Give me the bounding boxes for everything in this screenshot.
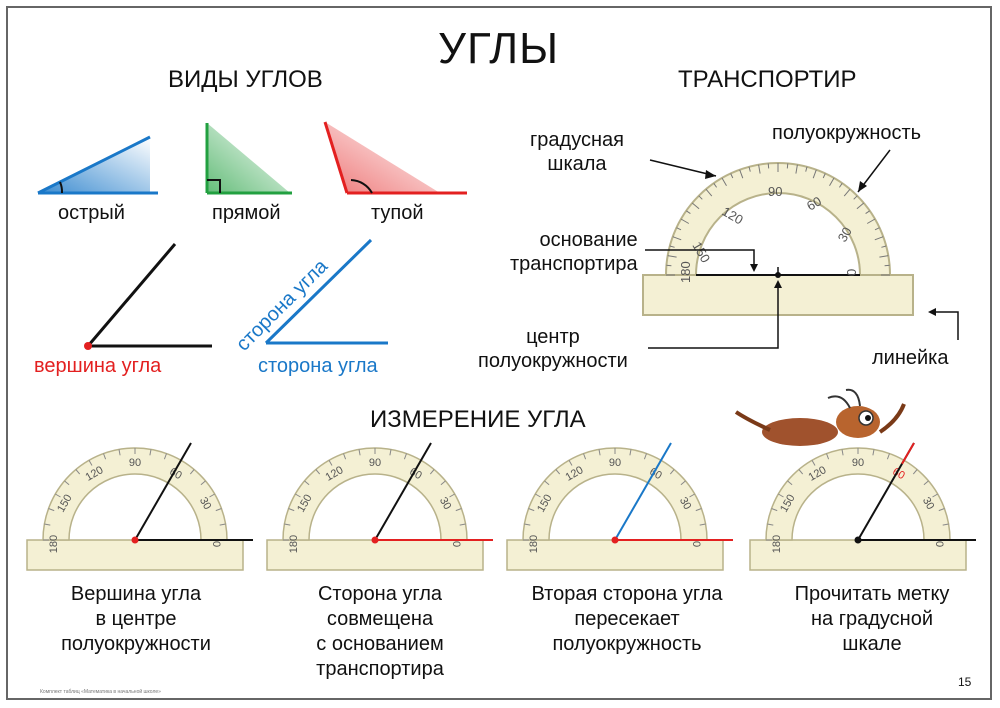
- callout-arrows: [645, 149, 959, 349]
- scale-mark-180: 180: [771, 535, 783, 553]
- scale-tick: [874, 227, 880, 231]
- footnote: Комплект таблиц «Математика в начальной …: [40, 689, 161, 695]
- center-label: центр полуокружности: [478, 326, 628, 372]
- scale-mark-90: 90: [768, 184, 782, 199]
- scale-tick: [838, 183, 843, 188]
- scale-tick: [698, 195, 703, 200]
- scale-mark-0: 0: [933, 541, 945, 547]
- scale-tick: [705, 188, 713, 197]
- scale-tick: [672, 236, 682, 241]
- angle-vertex-dot: [371, 536, 379, 544]
- vertex-figure: [84, 243, 212, 350]
- scale-tick: [721, 177, 727, 187]
- angle-second-side: [374, 442, 432, 541]
- scale-mark-0: 0: [844, 269, 859, 276]
- side-label-horizontal: сторона угла: [258, 355, 378, 377]
- measurement-heading: ИЗМЕРЕНИЕ УГЛА: [370, 406, 586, 433]
- scale-tick: [680, 218, 690, 224]
- page-title: УГЛЫ: [438, 24, 560, 73]
- scale-mark-90: 90: [369, 457, 381, 469]
- scale-tick: [686, 210, 691, 215]
- scale-tick: [812, 169, 817, 179]
- scale-mark-30: 30: [197, 495, 214, 512]
- step-3-caption: Вторая сторона угла пересекает полуокруж…: [531, 583, 723, 655]
- scale-mark-30: 30: [920, 495, 937, 512]
- scale-mark-0: 0: [690, 541, 702, 547]
- angle-vertex-dot: [131, 536, 139, 544]
- obtuse-angle-figure: [323, 121, 467, 195]
- scale-mark-90: 90: [609, 457, 621, 469]
- step-2-caption: Сторона угла совмещена с основанием тран…: [316, 583, 444, 680]
- base-label: основание транспортира: [510, 229, 638, 275]
- scale-mark-90: 90: [129, 457, 141, 469]
- protractor-heading: ТРАНСПОРТИР: [678, 66, 857, 93]
- angle-second-side: [134, 442, 192, 541]
- ruler-label: линейка: [872, 347, 949, 369]
- acute-label: острый: [58, 202, 125, 224]
- scale-tick: [853, 195, 858, 200]
- scale-mark-30: 30: [677, 495, 694, 512]
- acute-angle-figure: [37, 135, 158, 195]
- scale-mark-180: 180: [678, 261, 693, 283]
- scale-mark-60: 60: [804, 193, 824, 213]
- scale-tick: [691, 202, 700, 210]
- scale-tick: [856, 202, 865, 210]
- scale-tick: [767, 163, 770, 169]
- scale-tick: [795, 164, 798, 174]
- scale-tick: [884, 264, 890, 267]
- scale-tick: [829, 177, 835, 187]
- scale-mark-0: 0: [210, 541, 222, 547]
- vertex-label: вершина угла: [34, 355, 162, 377]
- scale-tick: [667, 255, 677, 258]
- obtuse-label: тупой: [371, 202, 424, 224]
- scale-mark-30: 30: [437, 495, 454, 512]
- scale-tick: [879, 255, 889, 258]
- scale-tick: [666, 264, 672, 267]
- scale-tick: [822, 173, 826, 179]
- scale-mark-0: 0: [450, 541, 462, 547]
- step-4-caption: Прочитать метку на градусной шкале: [794, 583, 950, 655]
- scale-tick: [713, 183, 718, 188]
- semicircle-label: полуокружность: [772, 122, 922, 144]
- poster-frame: [6, 6, 992, 700]
- angle-second-side: [614, 442, 672, 541]
- scale-tick: [748, 166, 751, 172]
- scale-tick: [805, 166, 808, 172]
- right-angle-figure: [205, 123, 292, 195]
- scale-tick: [676, 227, 682, 231]
- scale-mark-180: 180: [528, 535, 540, 553]
- scale-tick: [843, 188, 851, 197]
- scale-tick: [866, 218, 876, 224]
- angle-vertex-dot: [854, 536, 862, 544]
- scale-tick: [874, 236, 884, 241]
- page-number: 15: [958, 675, 972, 689]
- scale-mark-180: 180: [48, 535, 60, 553]
- step-1-caption: Вершина угла в центре полуокружности: [61, 583, 211, 655]
- sides-figure: [264, 238, 388, 345]
- callout-arrowheads: [705, 170, 936, 316]
- scale-tick: [881, 245, 887, 248]
- scale-tick: [758, 164, 761, 174]
- scale-label: градусная шкала: [530, 129, 624, 175]
- scale-tick: [739, 169, 744, 179]
- scale-mark-90: 90: [852, 457, 864, 469]
- scale-tick: [669, 245, 675, 248]
- angle-vertex-dot: [611, 536, 619, 544]
- right-label: прямой: [212, 202, 281, 224]
- scale-tick: [865, 210, 870, 215]
- scale-mark-30: 30: [835, 224, 855, 244]
- scale-mark-180: 180: [288, 535, 300, 553]
- angle-types-heading: ВИДЫ УГЛОВ: [168, 66, 323, 93]
- scale-tick: [786, 163, 789, 169]
- scale-tick: [730, 173, 734, 179]
